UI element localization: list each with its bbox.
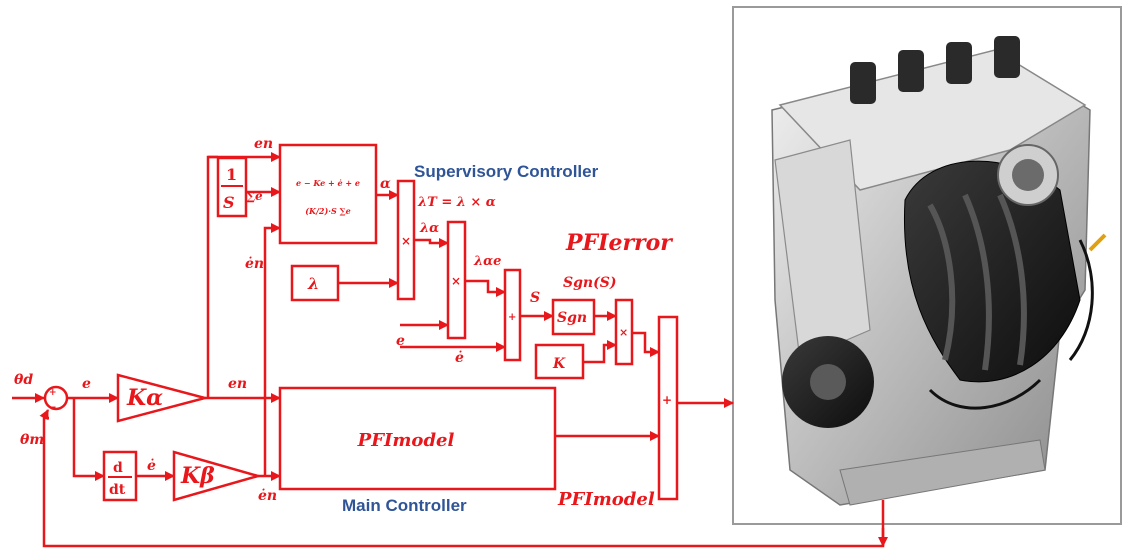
e-mult-input-label: e bbox=[396, 333, 405, 349]
lambda-block: λ bbox=[290, 264, 340, 302]
sliding-surface-sum: + bbox=[503, 268, 522, 362]
mult-3-sign: × bbox=[619, 326, 628, 339]
e-dot-n-lower-label: ėn bbox=[258, 488, 277, 504]
sgn-block: Sgn bbox=[551, 298, 596, 336]
multiplier-1: × bbox=[396, 179, 416, 301]
alpha-label: α bbox=[380, 176, 391, 192]
e-dot-sum-input-label: ė bbox=[455, 350, 464, 366]
rule-bottom-text: (K/2)·S ∑e bbox=[305, 206, 350, 216]
e-label: e bbox=[82, 376, 91, 392]
pfi-model-output-label: PFImodel bbox=[557, 489, 655, 510]
output-sum-sign: + bbox=[662, 393, 672, 407]
derivative-num: d bbox=[113, 460, 123, 476]
integrator-block: 1 S ∑e bbox=[216, 156, 263, 218]
k-alpha-gain-block: Kα bbox=[116, 373, 210, 423]
lambda-t-equation: λT = λ × α bbox=[417, 195, 496, 210]
input-summing-junction: + − bbox=[43, 385, 69, 413]
k-beta-gain-block: Kβ bbox=[172, 450, 263, 502]
signal-labels: θd θm e ė en en ėn ėn e ė α λT = λ × α λ… bbox=[14, 136, 673, 510]
e-dot-label: ė bbox=[147, 458, 156, 474]
pfi-model-label: PFImodel bbox=[357, 430, 455, 451]
e-dot-n-upper-label: ėn bbox=[245, 256, 264, 272]
output-summation: + bbox=[657, 315, 679, 501]
sum-sign: + bbox=[508, 312, 516, 323]
pfi-model-block: PFImodel bbox=[278, 386, 557, 491]
svg-text:−: − bbox=[49, 403, 57, 413]
e-n-top-label: en bbox=[254, 136, 273, 152]
main-controller-title: Main Controller bbox=[342, 496, 467, 515]
rule-top-text: e − Ke + ė + e bbox=[296, 178, 360, 188]
multiplier-2: × bbox=[446, 220, 467, 340]
s-label: S bbox=[530, 290, 540, 306]
lambda-label: λ bbox=[307, 274, 319, 293]
supervisory-controller-title: Supervisory Controller bbox=[414, 162, 599, 181]
integrator-num: 1 bbox=[226, 165, 237, 184]
mult-1-sign: × bbox=[401, 234, 411, 248]
supervisory-rule-block: e − Ke + ė + e (K/2)·S ∑e bbox=[278, 143, 378, 245]
derivative-den: dt bbox=[109, 482, 126, 498]
engine-photo bbox=[771, 36, 1107, 506]
lambda-alpha-e-label: λαe bbox=[473, 254, 501, 269]
theta-m-label: θm bbox=[20, 432, 44, 448]
mult-2-sign: × bbox=[451, 274, 461, 288]
pfi-error-label: PFIerror bbox=[565, 230, 673, 256]
lambda-alpha-label: λα bbox=[419, 221, 439, 236]
sgn-s-label: Sgn(S) bbox=[563, 275, 616, 291]
derivative-block: d dt bbox=[102, 450, 138, 502]
e-n-mid-label: en bbox=[228, 376, 247, 392]
signal-wires bbox=[12, 152, 888, 548]
integrator-den: S bbox=[223, 193, 235, 212]
k-beta-label: Kβ bbox=[180, 463, 215, 489]
sgn-label: Sgn bbox=[557, 310, 587, 326]
integrator-sum: ∑e bbox=[246, 189, 263, 203]
theta-d-label: θd bbox=[14, 372, 33, 388]
k-alpha-label: Kα bbox=[126, 385, 163, 411]
k-label: K bbox=[552, 356, 566, 372]
k-block: K bbox=[534, 343, 585, 380]
svg-text:+: + bbox=[49, 388, 57, 398]
multiplier-3: × bbox=[614, 298, 634, 366]
